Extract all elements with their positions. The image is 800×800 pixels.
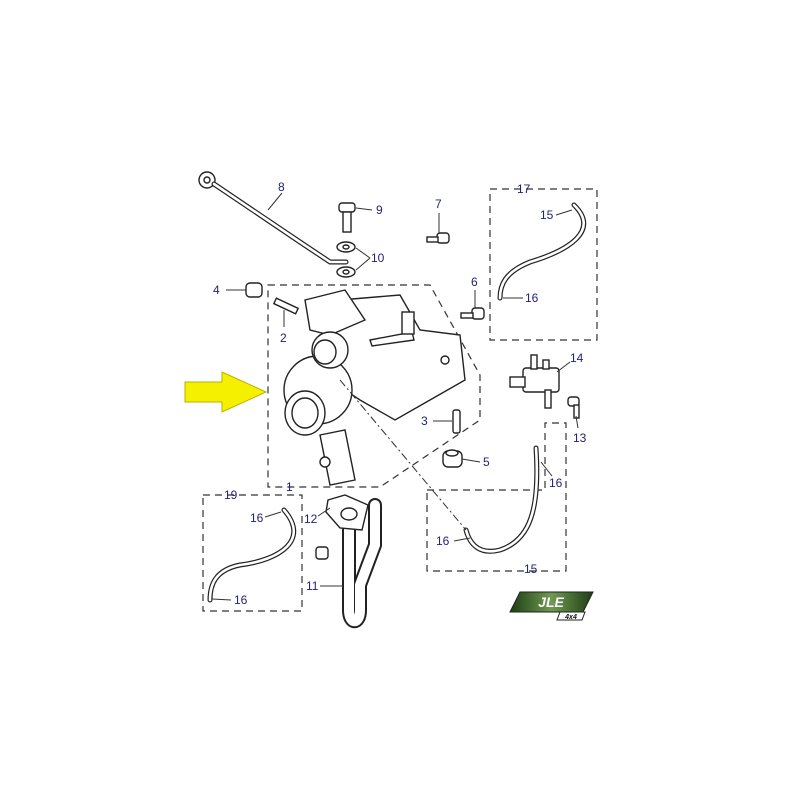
turbocharger-part [283, 289, 466, 486]
vacuum-hose-17-part [497, 202, 587, 301]
group-box-17 [489, 188, 598, 341]
nut-4-part [245, 282, 263, 298]
callout-4: 4 [213, 283, 220, 297]
callout-16d: 16 [549, 476, 563, 490]
callout-1: 1 [286, 480, 293, 494]
callout-16f: 16 [234, 593, 248, 607]
callout-9: 9 [376, 203, 383, 217]
callout-7: 7 [435, 197, 442, 211]
vacuum-hose-19-part [207, 507, 297, 603]
vacuum-hose-15-part [463, 445, 540, 554]
callout-13: 13 [573, 431, 587, 445]
indicator-arrow [184, 371, 268, 413]
callout-6: 6 [471, 275, 478, 289]
callout-16a: 15 [540, 208, 554, 222]
callout-16b: 16 [525, 291, 539, 305]
callout-12: 12 [304, 512, 318, 526]
callout-2: 2 [280, 331, 287, 345]
washers-part [336, 241, 356, 278]
nut-5-part [442, 449, 463, 468]
bolt-7-part [426, 232, 450, 244]
bolt-13-part [567, 396, 580, 419]
group-box-19 [202, 494, 303, 612]
callout-3: 3 [421, 414, 428, 428]
logo-sub: 4x4 [564, 614, 577, 621]
callout-17: 17 [517, 182, 531, 196]
callout-19: 19 [224, 488, 238, 502]
callout-14: 14 [570, 351, 584, 365]
group-box-1 [267, 284, 481, 488]
stud-3-part [452, 409, 461, 434]
banjo-bolt-part [338, 202, 356, 233]
callout-5: 5 [483, 455, 490, 469]
callout-16c: 16 [250, 511, 264, 525]
callout-11: 11 [306, 579, 319, 593]
group-box-15 [426, 422, 567, 572]
gasket-part [325, 494, 369, 531]
callout-16e: 16 [436, 534, 450, 548]
logo-brand: JLE [538, 594, 564, 610]
bolt-6-part [460, 307, 485, 320]
sleeve-part [315, 546, 329, 560]
stud-2-part [272, 297, 300, 315]
solenoid-valve-part [509, 354, 560, 409]
jle-logo: JLE 4x4 [509, 591, 594, 621]
callout-15: 15 [524, 562, 538, 576]
callout-8: 8 [278, 180, 285, 194]
leader-lines [211, 192, 579, 601]
callout-10: 10 [371, 251, 385, 265]
oil-feed-pipe-part [198, 171, 349, 265]
oil-drain-pipe-part [342, 498, 382, 629]
